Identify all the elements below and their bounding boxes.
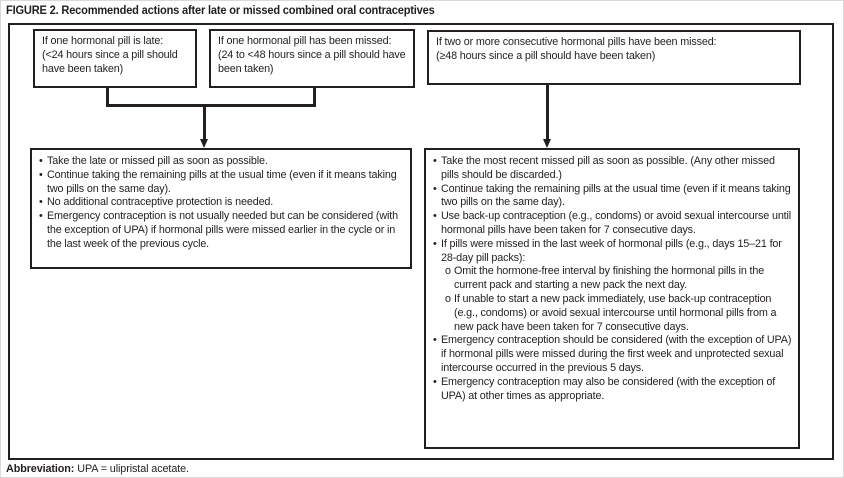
flowchart-outer-frame [8, 23, 834, 460]
bullet-marker: • [433, 375, 437, 388]
actions-list: • Take the most recent missed pill as so… [433, 155, 793, 265]
action-text: Continue taking the remaining pills at t… [441, 182, 791, 209]
connector-vertical-left [203, 106, 206, 140]
condition-box-one-missed-pill: If one hormonal pill has been missed: (2… [209, 29, 415, 88]
action-item: • Use back-up contraception (e.g., condo… [433, 210, 793, 238]
condition-timing: (≥48 hours since a pill should have been… [436, 49, 656, 62]
condition-box-late-pill: If one hormonal pill is late: (<24 hours… [33, 29, 197, 88]
bullet-marker: • [39, 155, 43, 167]
footnote-label: Abbreviation: [6, 463, 75, 475]
actions-box-two-or-more-missed: • Take the most recent missed pill as so… [424, 148, 800, 449]
sub-action-text: Omit the hormone-free interval by finish… [454, 265, 765, 292]
action-text: Emergency contraception should be consid… [441, 334, 792, 374]
sub-action-item: o If unable to start a new pack immediat… [445, 293, 793, 334]
bullet-marker: • [39, 196, 43, 209]
bullet-marker: • [39, 210, 43, 223]
sub-actions-list: o Omit the hormone-free interval by fini… [433, 265, 793, 334]
down-arrow-icon [543, 139, 551, 148]
bullet-marker: • [39, 168, 43, 181]
actions-box-late-or-single-missed: • Take the late or missed pill as soon a… [30, 148, 412, 269]
footnote-text: UPA = ulipristal acetate. [77, 463, 189, 475]
bullet-marker: • [433, 237, 437, 250]
action-text: Use back-up contraception (e.g., condoms… [441, 210, 792, 236]
action-text: Take the most recent missed pill as soon… [441, 155, 775, 181]
condition-timing: (<24 hours since a pill should have been… [42, 48, 178, 75]
bullet-marker: • [433, 182, 437, 195]
connector-stub-one-missed-box [313, 86, 316, 107]
sub-bullet-marker: o [445, 292, 451, 305]
condition-text: If one hormonal pill has been missed: [218, 35, 392, 47]
actions-list: • Emergency contraception should be cons… [433, 334, 793, 403]
condition-box-two-or-more-missed-pills: If two or more consecutive hormonal pill… [427, 30, 801, 85]
bullet-marker: • [433, 155, 437, 167]
action-item: • Continue taking the remaining pills at… [433, 183, 793, 211]
connector-vertical-right [546, 83, 549, 140]
connector-horizontal-join [106, 104, 316, 107]
connector-stub-late-box [106, 86, 109, 107]
actions-list: • Take the late or missed pill as soon a… [39, 155, 405, 252]
action-text: No additional contraceptive protection i… [47, 196, 274, 209]
figure-title: FIGURE 2. Recommended actions after late… [6, 3, 435, 17]
action-item: • Take the most recent missed pill as so… [433, 155, 793, 183]
action-text: If pills were missed in the last week of… [441, 237, 782, 264]
bullet-marker: • [433, 210, 437, 223]
abbreviation-footnote: Abbreviation:UPA = ulipristal acetate. [6, 463, 189, 475]
condition-timing: (24 to <48 hours since a pill should hav… [218, 48, 406, 75]
action-item: • Take the late or missed pill as soon a… [39, 155, 405, 169]
bullet-marker: • [433, 334, 437, 347]
action-item: • Emergency contraception may also be co… [433, 376, 793, 404]
down-arrow-icon [200, 139, 208, 148]
condition-text: If two or more consecutive hormonal pill… [436, 36, 717, 48]
condition-text: If one hormonal pill is late: [42, 35, 164, 47]
action-item: • Emergency contraception should be cons… [433, 334, 793, 375]
action-text: Take the late or missed pill as soon as … [47, 155, 268, 167]
action-item: • Emergency contraception is not usually… [39, 210, 405, 251]
action-text: Emergency contraception is not usually n… [47, 210, 398, 250]
sub-action-text: If unable to start a new pack immediatel… [454, 292, 777, 333]
action-text: Emergency contraception may also be cons… [441, 375, 776, 402]
sub-action-item: o Omit the hormone-free interval by fini… [445, 265, 793, 293]
action-item: • No additional contraceptive protection… [39, 196, 405, 210]
action-text: Continue taking the remaining pills at t… [47, 168, 397, 195]
sub-bullet-marker: o [445, 265, 451, 278]
action-item: • Continue taking the remaining pills at… [39, 169, 405, 197]
action-item: • If pills were missed in the last week … [433, 238, 793, 266]
